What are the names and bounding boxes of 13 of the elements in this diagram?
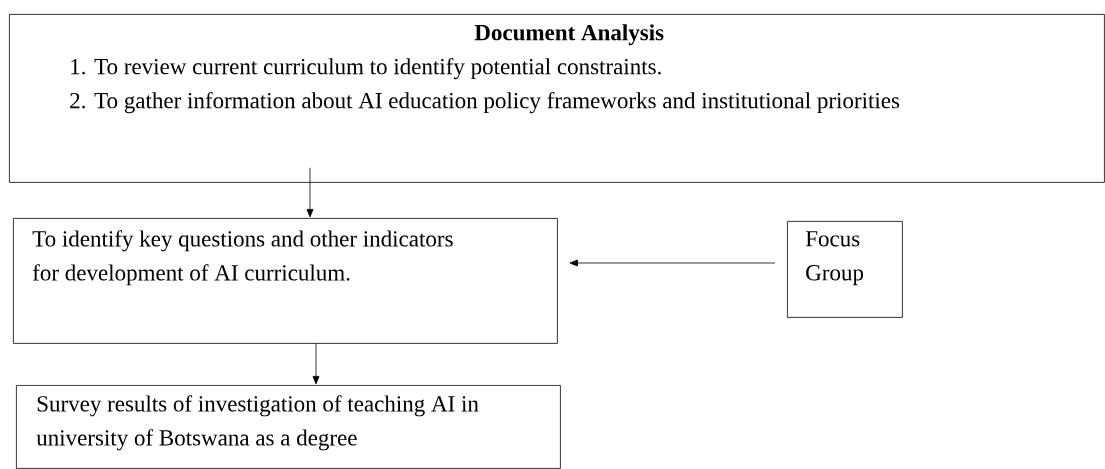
process-box (13, 218, 558, 344)
section-box (9, 14, 1105, 183)
arrow (312, 343, 320, 385)
box-text: Survey results of investigation of teaching AI in university of Botswana as a degree (36, 395, 479, 451)
arrow (569, 259, 776, 267)
process-box (787, 221, 903, 318)
box-text: Focus Group (805, 231, 864, 286)
arrow (306, 167, 314, 218)
process-box (16, 385, 561, 469)
list-item: 2. To gather information about AI education policy frameworks and institutional priorities (70, 91, 900, 114)
box-text: To identify key questions and other indicators for development of AI curriculum. (32, 230, 453, 286)
list-item: 1. To review current curriculum to identify potential constraints. (71, 57, 661, 80)
heading: Document Analysis (474, 24, 664, 46)
